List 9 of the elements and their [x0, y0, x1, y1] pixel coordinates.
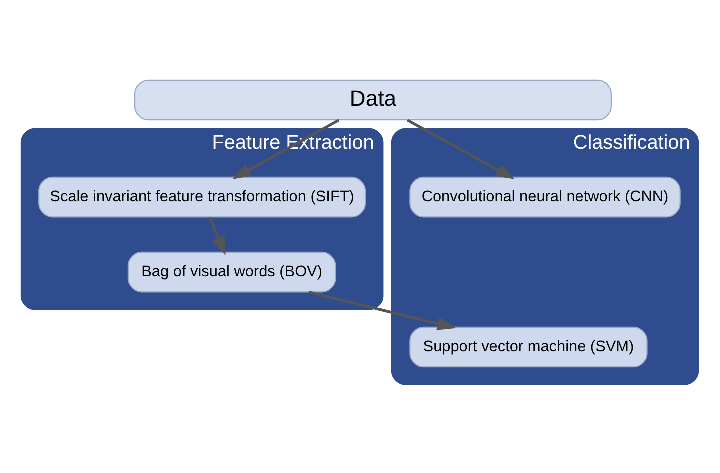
node-box: Bag of visual words (BOV)	[128, 251, 336, 292]
arrow	[308, 290, 456, 330]
node-box: Support vector machine (SVM)	[410, 326, 648, 368]
arrow	[208, 216, 226, 256]
node-box: Data	[134, 79, 612, 120]
node-box: Scale invariant feature transformation (SIFT)	[38, 176, 366, 218]
arrow	[232, 118, 340, 179]
arrow	[406, 118, 515, 179]
node-box: Convolutional neural network (CNN)	[410, 176, 681, 218]
